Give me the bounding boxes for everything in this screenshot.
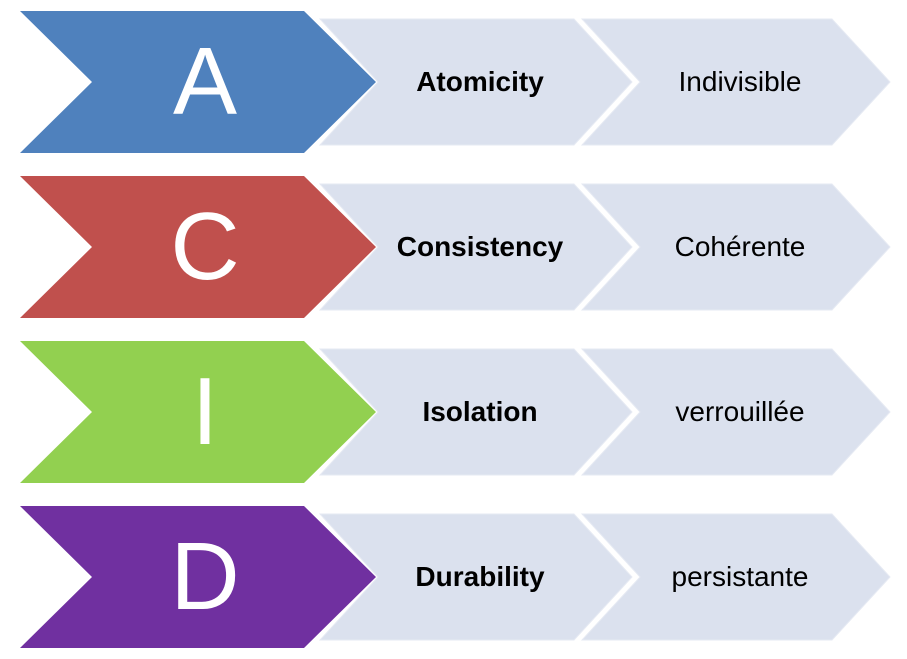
acid-term: Durability xyxy=(415,561,545,592)
acid-meaning: verrouillée xyxy=(675,396,805,427)
acid-letter: A xyxy=(172,28,238,135)
acid-meaning: persistante xyxy=(671,561,809,592)
letter-chevron xyxy=(20,341,376,483)
meaning-arrow xyxy=(580,513,891,641)
acid-letter: C xyxy=(170,193,240,300)
meaning-arrow xyxy=(580,183,891,311)
term-arrow xyxy=(318,183,633,311)
term-arrow xyxy=(318,348,633,476)
acid-meaning: Indivisible xyxy=(678,66,802,97)
row-graphic xyxy=(20,176,891,318)
meaning-arrow xyxy=(580,18,891,146)
acid-meaning: Cohérente xyxy=(674,231,806,262)
term-arrow xyxy=(318,18,633,146)
acid-term: Consistency xyxy=(396,231,564,262)
letter-chevron xyxy=(20,506,376,648)
acid-row-durability: D Durability persistante xyxy=(0,506,907,648)
meaning-arrow xyxy=(580,348,891,476)
acid-letter: I xyxy=(191,358,219,465)
row-graphic xyxy=(20,341,891,483)
acid-term: Atomicity xyxy=(416,66,544,97)
row-graphic xyxy=(20,11,891,153)
acid-row-atomicity: A Atomicity Indivisible xyxy=(0,11,907,153)
acid-row-isolation: I Isolation verrouillée xyxy=(0,341,907,483)
term-arrow xyxy=(318,513,633,641)
letter-chevron xyxy=(20,11,376,153)
acid-letter: D xyxy=(170,523,240,630)
acid-term: Isolation xyxy=(422,396,538,427)
acid-row-consistency: C Consistency Cohérente xyxy=(0,176,907,318)
row-graphic xyxy=(20,506,891,648)
letter-chevron xyxy=(20,176,376,318)
